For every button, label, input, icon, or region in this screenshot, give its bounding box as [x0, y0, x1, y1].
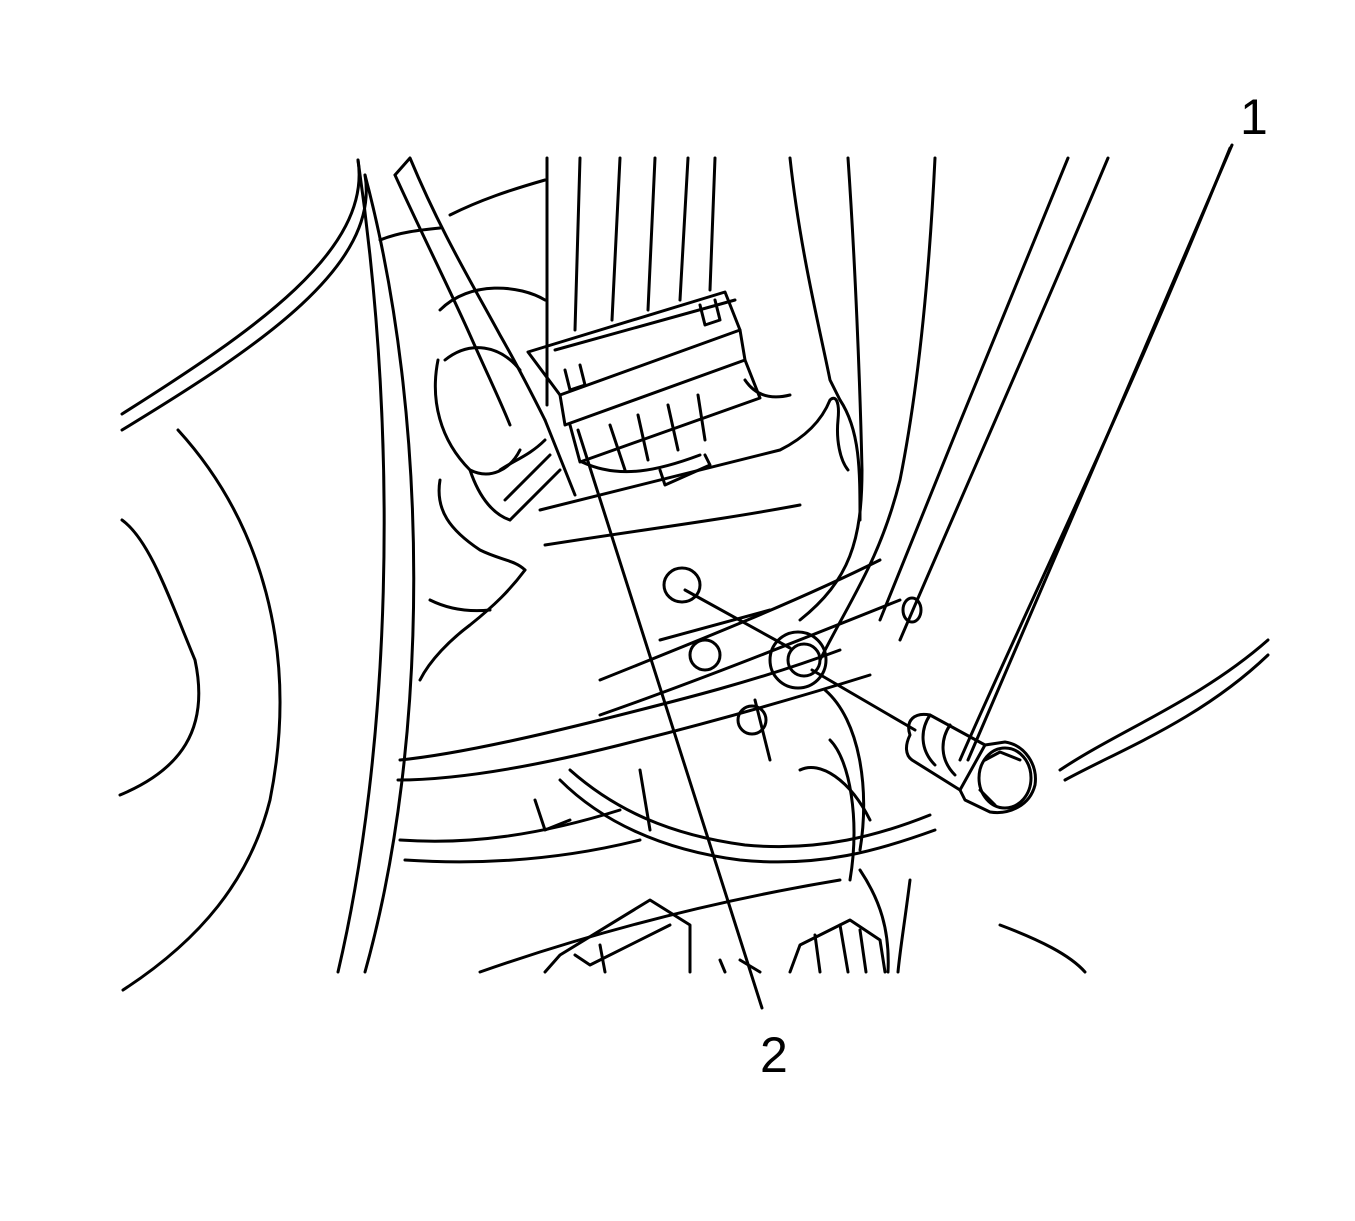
wire-harness [468, 418, 577, 522]
mounting-holes [662, 566, 923, 736]
cross-member [396, 396, 902, 864]
lower-harness-loop [558, 688, 937, 882]
upper-mounting-hole [662, 566, 702, 604]
lower-components [478, 798, 912, 974]
callout-label-1: 1 [1240, 89, 1268, 145]
electrical-connector [526, 290, 792, 487]
right-bracket-lines [958, 146, 1270, 974]
middle-mounting-hole [688, 638, 722, 672]
callout-label-2: 2 [760, 1027, 788, 1083]
left-body-panel [118, 158, 416, 992]
washer [768, 630, 828, 690]
side-mounting-hole [901, 596, 923, 624]
leader-lines [576, 143, 1234, 1010]
vertical-panel-lines [545, 156, 1110, 662]
trim-strip [378, 156, 547, 427]
bolt [905, 712, 1037, 815]
lower-mounting-hole [736, 704, 768, 736]
retractor-assembly [418, 286, 547, 682]
